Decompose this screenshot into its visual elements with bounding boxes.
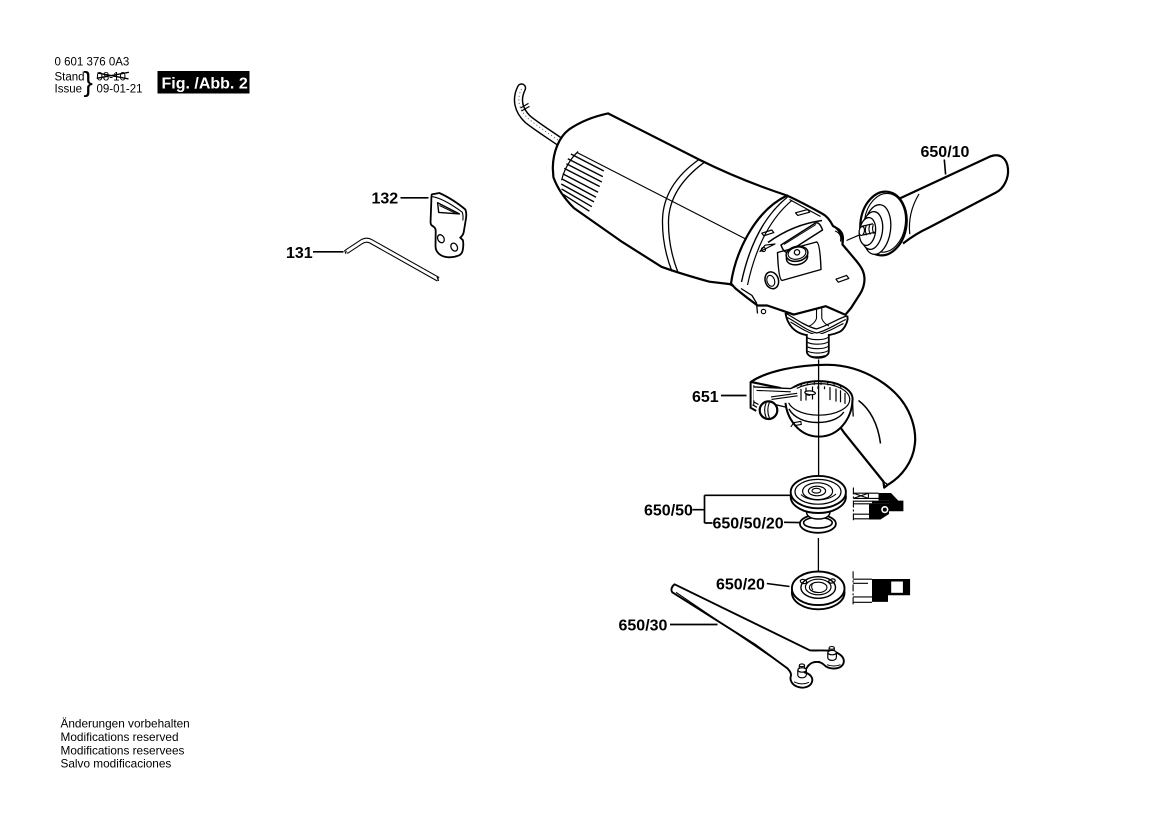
svg-text:Stand: Stand <box>55 72 85 84</box>
svg-text:09-01-21: 09-01-21 <box>97 84 143 96</box>
svg-text:Modifications reservees: Modifications reservees <box>61 743 185 757</box>
svg-text:Fig. /Abb. 2: Fig. /Abb. 2 <box>162 76 248 93</box>
svg-text:132: 132 <box>372 191 399 208</box>
svg-text:651: 651 <box>692 389 719 406</box>
svg-text:Änderungen vorbehalten: Änderungen vorbehalten <box>61 717 190 731</box>
svg-text:Modifications reserved: Modifications reserved <box>61 730 179 744</box>
svg-text:131: 131 <box>286 245 313 262</box>
svg-text:650/50/20: 650/50/20 <box>713 516 784 533</box>
svg-text:0 601 376 0A3: 0 601 376 0A3 <box>55 57 130 69</box>
svg-text:650/20: 650/20 <box>716 577 765 594</box>
svg-text:650/30: 650/30 <box>619 618 668 635</box>
svg-text:}: } <box>84 66 93 97</box>
svg-text:650/10: 650/10 <box>921 144 970 161</box>
svg-text:Issue: Issue <box>55 84 83 96</box>
svg-text:650/50: 650/50 <box>644 503 693 520</box>
svg-text:Salvo modificaciones: Salvo modificaciones <box>61 757 172 771</box>
